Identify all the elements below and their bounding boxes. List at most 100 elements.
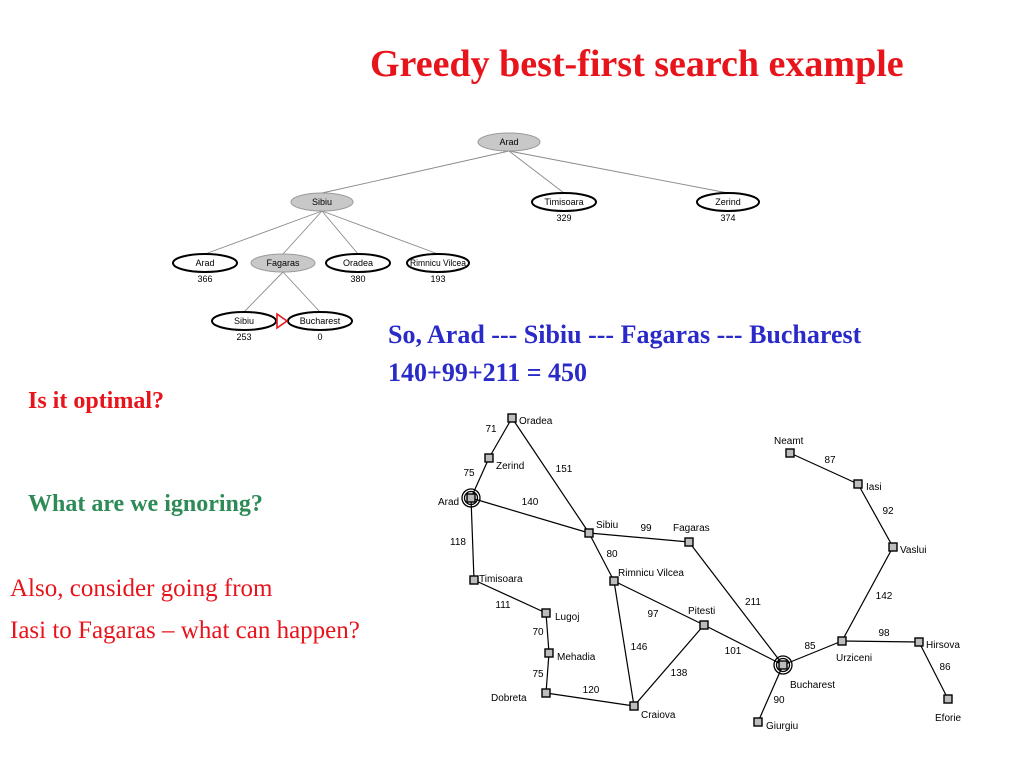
tree-node-label: Zerind — [715, 197, 741, 207]
city-name: Pitesti — [688, 606, 715, 617]
road-distance: 111 — [495, 600, 511, 611]
road-distance: 92 — [882, 506, 894, 517]
city-name: Iasi — [866, 482, 882, 493]
road-zerind-arad — [470, 457, 490, 499]
road-sibiu-rimnicu — [588, 532, 615, 582]
road-distance: 90 — [773, 695, 785, 706]
tree-node-shape — [406, 253, 470, 273]
city-marker — [853, 479, 863, 489]
road-distance: 80 — [606, 549, 618, 560]
road-distance: 101 — [725, 646, 742, 657]
road-arad-sibiu — [470, 497, 590, 534]
city-name: Vaslui — [900, 545, 927, 556]
road-distance: 120 — [583, 685, 600, 696]
solution-cost: 140+99+211 = 450 — [388, 358, 588, 387]
city-lugoj: Lugoj — [541, 608, 579, 623]
tree-edges — [204, 150, 729, 313]
iasi-question-line-2: Iasi to Fagaras – what can happen? — [10, 617, 360, 644]
road-distance: 75 — [532, 669, 544, 680]
city-hirsova: Hirsova — [914, 637, 960, 651]
goal-arrow-icon — [276, 312, 289, 330]
tree-node-shape — [172, 253, 238, 273]
city-timisoara: Timisoara — [469, 574, 523, 585]
city-craiova: Craiova — [629, 701, 676, 721]
road-distance: 70 — [532, 627, 544, 638]
road-oradea-sibiu — [511, 417, 590, 534]
city-ring — [775, 657, 791, 673]
optimal-question: Is it optimal? — [28, 388, 165, 414]
road-distance: 86 — [939, 662, 951, 673]
road-rimnicu-pitesti — [613, 580, 705, 626]
tree-edge — [321, 210, 439, 255]
tree-node-shape — [531, 192, 597, 212]
road-distance: 118 — [450, 537, 466, 548]
road-distance: 142 — [876, 591, 893, 602]
tree-node-label: Arad — [195, 258, 214, 268]
city-name: Craiova — [641, 710, 676, 721]
city-neamt: Neamt — [774, 436, 804, 458]
city-name: Timisoara — [479, 574, 523, 585]
city-marker — [785, 448, 795, 458]
tree-node-zerind: Zerind 374 — [696, 192, 760, 223]
city-marker — [541, 688, 551, 698]
city-name: Urziceni — [836, 653, 872, 664]
city-urziceni: Urziceni — [836, 636, 872, 664]
road-distance: 97 — [647, 609, 659, 620]
tree-node-heuristic: 380 — [350, 274, 365, 284]
tree-node-shape — [211, 311, 277, 331]
city-ring — [461, 488, 481, 508]
city-arad: Arad — [438, 488, 481, 508]
city-name: Giurgiu — [766, 721, 798, 732]
road-arad-timisoara — [470, 497, 475, 581]
road-distance: 140 — [522, 497, 539, 508]
road-distance: 99 — [640, 523, 652, 534]
road-lugoj-mehadia — [545, 612, 550, 654]
city-fagaras: Fagaras — [673, 523, 710, 547]
tree-node-sibiu: Sibiu — [290, 192, 354, 212]
city-marker — [753, 717, 763, 727]
city-marker — [888, 542, 898, 552]
road-pitesti-bucharest — [703, 624, 784, 666]
solution-path: So, Arad --- Sibiu --- Fagaras --- Bucha… — [388, 320, 862, 349]
city-dobreta: Dobreta — [491, 688, 551, 704]
city-iasi: Iasi — [853, 479, 882, 493]
city-marker — [484, 453, 494, 463]
city-name: Fagaras — [673, 523, 710, 534]
page-title: Greedy best-first search example — [370, 43, 904, 85]
tree-edge — [321, 210, 359, 255]
city-marker — [914, 637, 924, 647]
city-oradea: Oradea — [507, 413, 553, 427]
tree-edge — [282, 210, 323, 255]
ignoring-question: What are we ignoring? — [28, 491, 263, 517]
city-marker — [609, 576, 619, 586]
city-giurgiu: Giurgiu — [753, 717, 798, 732]
tree-node-arad-root: Arad — [477, 132, 541, 152]
city-name: Eforie — [935, 713, 962, 724]
city-marker — [466, 493, 476, 503]
tree-node-heuristic: 374 — [720, 213, 735, 223]
city-ring — [773, 655, 793, 675]
road-distance: 98 — [878, 628, 890, 639]
tree-edge — [282, 271, 321, 313]
city-ring — [463, 490, 479, 506]
tree-node-shape — [696, 192, 760, 212]
tree-node-label: Sibiu — [312, 197, 332, 207]
city-marker — [699, 620, 709, 630]
tree-edge — [204, 210, 323, 255]
city-marker — [629, 701, 639, 711]
road-hirsova-eforie — [918, 641, 949, 700]
tree-node-heuristic: 366 — [197, 274, 212, 284]
road-timisoara-lugoj — [473, 579, 547, 614]
road-vaslui-iasi — [857, 483, 894, 548]
city-name: Neamt — [774, 436, 804, 447]
city-mehadia: Mehadia — [544, 648, 596, 663]
city-name: Sibiu — [596, 520, 618, 531]
road-urziceni-vaslui — [841, 546, 894, 642]
city-marker — [837, 636, 847, 646]
